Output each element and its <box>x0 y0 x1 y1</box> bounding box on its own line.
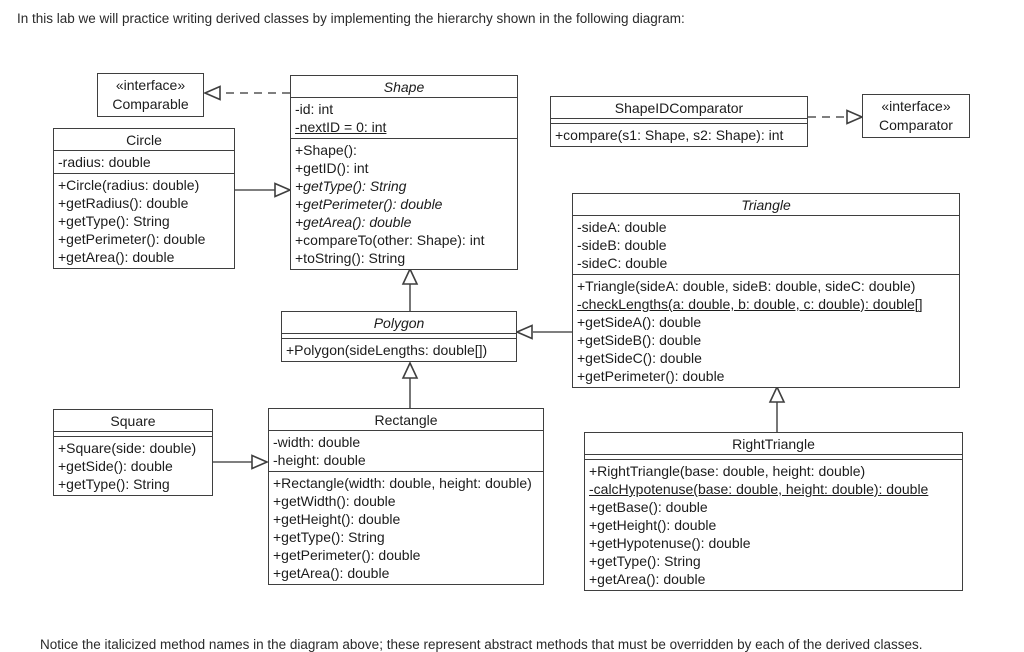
attributes-compartment <box>282 334 516 339</box>
attribute: -height: double <box>273 452 366 468</box>
interface-box-comparator: «interface» Comparator <box>862 94 970 138</box>
interface-name: Comparable <box>112 96 189 112</box>
methods-compartment: +Shape(): +getID(): int +getType(): Stri… <box>291 139 517 269</box>
class-name: Polygon <box>282 312 516 334</box>
method: +RightTriangle(base: double, height: dou… <box>589 463 866 479</box>
class-name: Rectangle <box>269 409 543 431</box>
method: +Shape(): <box>295 142 357 158</box>
interface-box-comparable: «interface» Comparable <box>97 73 204 117</box>
class-box-triangle: Triangle -sideA: double -sideB: double -… <box>572 193 960 388</box>
intro-text: In this lab we will practice writing der… <box>17 11 685 26</box>
class-box-polygon: Polygon +Polygon(sideLengths: double[]) <box>281 311 517 362</box>
method: +getBase(): double <box>589 499 708 515</box>
method: +getType(): String <box>58 213 170 229</box>
method: +Rectangle(width: double, height: double… <box>273 475 532 491</box>
method: +compare(s1: Shape, s2: Shape): int <box>555 127 784 143</box>
class-box-righttriangle: RightTriangle +RightTriangle(base: doubl… <box>584 432 963 591</box>
class-box-shape: Shape -id: int -nextID = 0: int +Shape()… <box>290 75 518 270</box>
method: +getID(): int <box>295 160 369 176</box>
method: +getArea(): double <box>58 249 175 265</box>
class-box-circle: Circle -radius: double +Circle(radius: d… <box>53 128 235 269</box>
generalization-arrow-righttriangle-to-triangle <box>768 385 786 432</box>
interface-name: Comparator <box>879 117 953 133</box>
method: +getWidth(): double <box>273 493 396 509</box>
class-box-square: Square +Square(side: double) +getSide():… <box>53 409 213 496</box>
attribute: -sideB: double <box>577 237 667 253</box>
stereotype-label: «interface» <box>881 98 951 114</box>
method: +Triangle(sideA: double, sideB: double, … <box>577 278 916 294</box>
method: +toString(): String <box>295 250 406 266</box>
method: +getType(): String <box>58 476 170 492</box>
class-name: ShapeIDComparator <box>551 97 807 119</box>
realization-arrow-shape-to-comparable <box>202 85 290 101</box>
method: +getSideA(): double <box>577 314 702 330</box>
methods-compartment: +Polygon(sideLengths: double[]) <box>282 339 516 361</box>
method: +getArea(): double <box>295 214 412 230</box>
class-name: Square <box>54 410 212 432</box>
methods-compartment: +Triangle(sideA: double, sideB: double, … <box>573 275 959 387</box>
method: +getPerimeter(): double <box>577 368 725 384</box>
generalization-arrow-rectangle-to-polygon <box>401 361 419 408</box>
method: +getHeight(): double <box>273 511 401 527</box>
method: -calcHypotenuse(base: double, height: do… <box>589 481 929 497</box>
attribute: -id: int <box>295 101 334 117</box>
methods-compartment: +RightTriangle(base: double, height: dou… <box>585 460 962 590</box>
attributes-compartment: -id: int -nextID = 0: int <box>291 98 517 139</box>
method: +getSide(): double <box>58 458 173 474</box>
method: +getType(): String <box>295 178 407 194</box>
attributes-compartment: -sideA: double -sideB: double -sideC: do… <box>573 216 959 275</box>
method: +getArea(): double <box>273 565 390 581</box>
attribute: -radius: double <box>58 154 151 170</box>
class-box-rectangle: Rectangle -width: double -height: double… <box>268 408 544 585</box>
class-name: RightTriangle <box>585 433 962 455</box>
method: +compareTo(other: Shape): int <box>295 232 485 248</box>
methods-compartment: +Rectangle(width: double, height: double… <box>269 472 543 584</box>
method: +getHypotenuse(): double <box>589 535 751 551</box>
attributes-compartment: -radius: double <box>54 151 234 174</box>
class-name: Triangle <box>573 194 959 216</box>
methods-compartment: +Circle(radius: double) +getRadius(): do… <box>54 174 234 268</box>
attributes-compartment <box>551 119 807 124</box>
method: +getHeight(): double <box>589 517 717 533</box>
generalization-arrow-triangle-to-polygon <box>514 324 572 340</box>
method: +Square(side: double) <box>58 440 197 456</box>
generalization-arrow-square-to-rectangle <box>213 454 270 470</box>
attribute: -nextID = 0: int <box>295 119 387 135</box>
attribute: -sideA: double <box>577 219 667 235</box>
method: +getSideB(): double <box>577 332 702 348</box>
attributes-compartment <box>54 432 212 437</box>
method: +getType(): String <box>589 553 701 569</box>
class-name: Shape <box>291 76 517 98</box>
method: +getPerimeter(): double <box>295 196 443 212</box>
method: +Circle(radius: double) <box>58 177 200 193</box>
method: +getRadius(): double <box>58 195 189 211</box>
attribute: -sideC: double <box>577 255 668 271</box>
footer-partial-text: Notice the italicized method names in th… <box>40 637 923 652</box>
class-box-shapeidcomparator: ShapeIDComparator +compare(s1: Shape, s2… <box>550 96 808 147</box>
method: +getPerimeter(): double <box>58 231 206 247</box>
method: -checkLengths(a: double, b: double, c: d… <box>577 296 923 312</box>
stereotype-label: «interface» <box>115 77 186 93</box>
method: +Polygon(sideLengths: double[]) <box>286 342 488 358</box>
methods-compartment: +Square(side: double) +getSide(): double… <box>54 437 212 495</box>
class-name: Circle <box>54 129 234 151</box>
attribute: -width: double <box>273 434 361 450</box>
method: +getArea(): double <box>589 571 706 587</box>
method: +getSideC(): double <box>577 350 702 366</box>
method: +getPerimeter(): double <box>273 547 421 563</box>
method: +getType(): String <box>273 529 385 545</box>
generalization-arrow-circle-to-shape <box>235 182 293 198</box>
attributes-compartment: -width: double -height: double <box>269 431 543 472</box>
generalization-arrow-polygon-to-shape <box>401 267 419 311</box>
realization-arrow-shapeidcomparator-to-comparator <box>808 109 865 125</box>
methods-compartment: +compare(s1: Shape, s2: Shape): int <box>551 124 807 146</box>
attributes-compartment <box>585 455 962 460</box>
